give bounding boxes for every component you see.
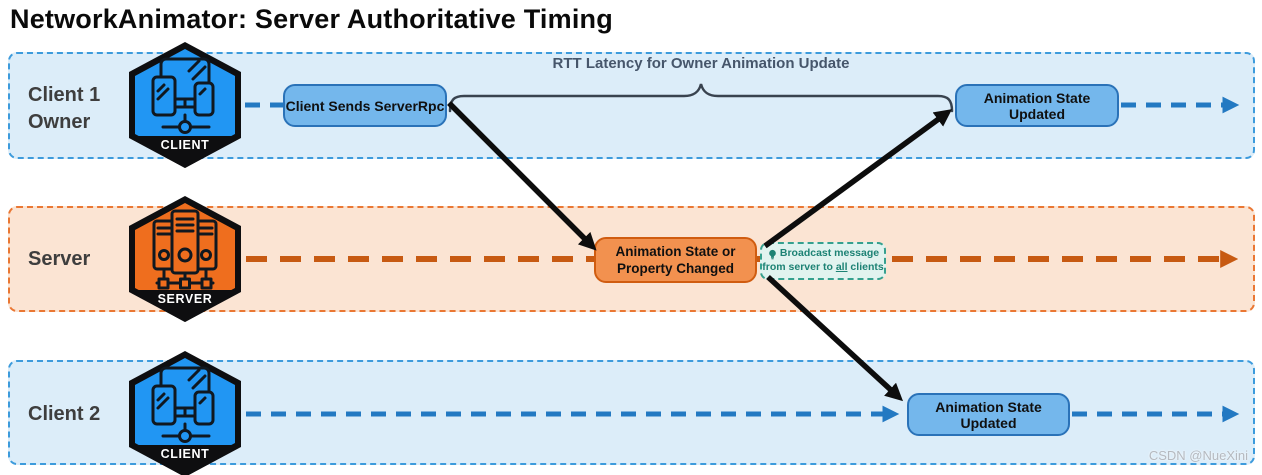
event-line: Property Changed	[616, 261, 734, 276]
page-title: NetworkAnimator: Server Authoritative Ti…	[10, 4, 613, 34]
lane-label-client2: Client 2	[28, 403, 101, 425]
lane-label-line: Client 1	[28, 84, 101, 106]
client1-hexagon	[129, 42, 241, 168]
lane-label-client1-owner: Client 1 Owner	[28, 82, 100, 136]
lane-label-line: Owner	[28, 111, 91, 133]
client2-hexagon	[129, 351, 241, 475]
event-animation-state-updated-owner: Animation State Updated	[955, 84, 1119, 127]
server-badge: SERVER	[157, 292, 213, 306]
server-hexagon	[129, 196, 241, 322]
hexagon-banner	[130, 290, 240, 322]
arrow-rpc-to-server	[447, 101, 597, 251]
broadcast-note: Broadcast message from server to all cli…	[760, 242, 886, 280]
client-devices-icon	[151, 57, 215, 134]
hexagon-banner	[130, 136, 240, 168]
hexagon-banner	[130, 445, 240, 475]
note-text-line2: from server to all clients	[762, 261, 884, 273]
event-client-sends-serverrpc: Client Sends ServerRpc	[283, 84, 447, 127]
event-server-state-changed: Animation State or Property Changed	[594, 237, 757, 283]
event-animation-state-updated-client2: Animation State Updated	[907, 393, 1070, 436]
note-text-line1: Broadcast message	[779, 247, 880, 260]
server-racks-icon	[152, 209, 218, 290]
arrow-server-to-owner	[763, 109, 953, 249]
lane-label-server: Server	[28, 248, 91, 270]
event-line: Animation State or	[615, 243, 736, 259]
client2-badge: CLIENT	[160, 447, 210, 461]
watermark: CSDN @NueXini	[1148, 448, 1248, 463]
rtt-latency-label: RTT Latency for Owner Animation Update	[552, 55, 850, 72]
client1-badge: CLIENT	[160, 138, 210, 152]
rtt-brace	[448, 83, 954, 113]
client-devices-icon	[151, 366, 215, 443]
lightbulb-icon	[769, 249, 776, 259]
arrow-server-to-client2	[766, 274, 904, 402]
